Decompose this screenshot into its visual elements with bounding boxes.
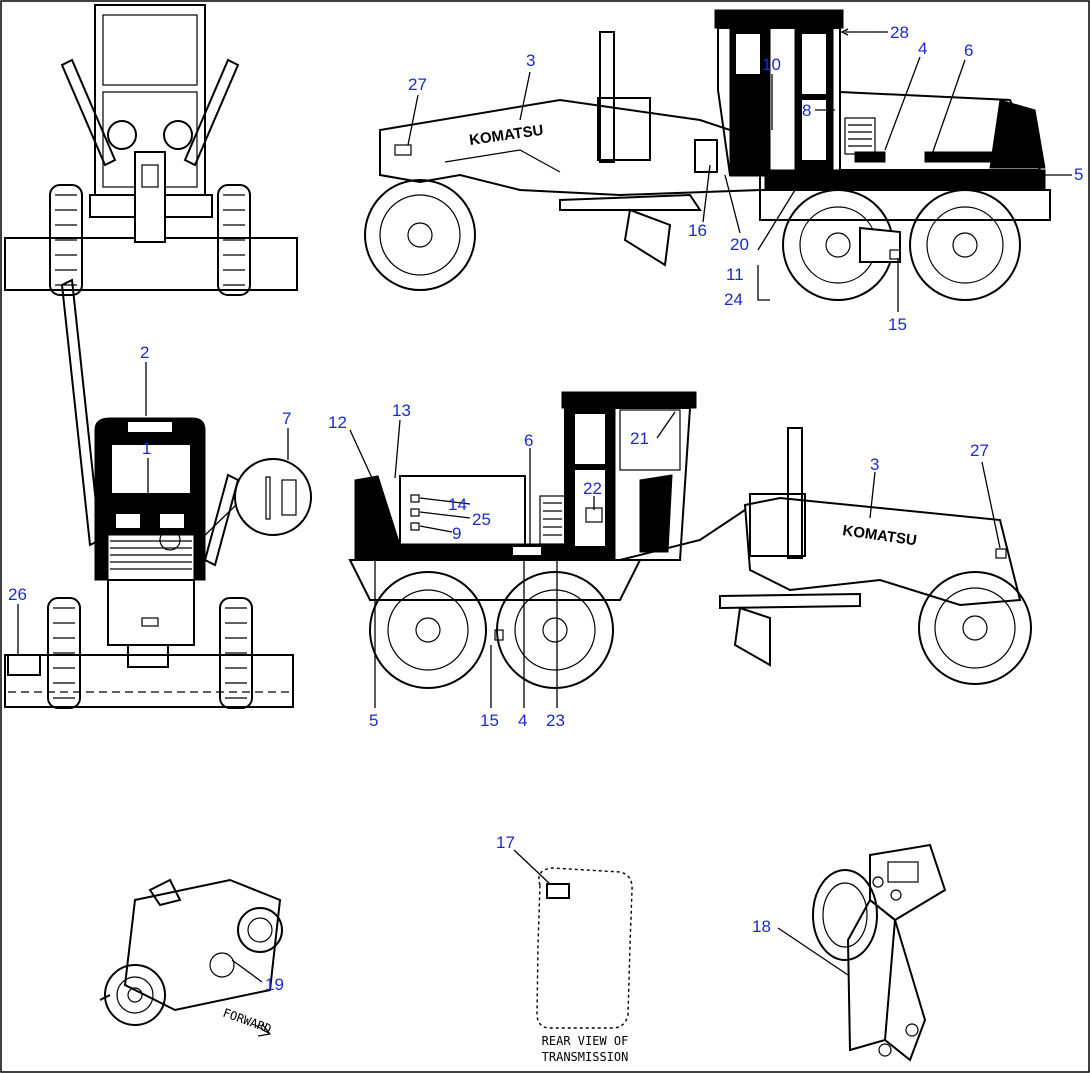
callout-20: 20 <box>730 235 749 254</box>
callout-2: 2 <box>140 343 149 362</box>
callout-3: 3 <box>526 51 535 70</box>
callout-5-lower: 5 <box>369 711 378 730</box>
callout-24: 24 <box>724 290 743 309</box>
callout-14: 14 <box>448 495 467 514</box>
rear-view-middle <box>4 278 312 709</box>
front-view-top <box>4 4 298 296</box>
callout-numbers: 28 10 4 6 3 27 8 5 16 20 11 24 15 2 1 7 … <box>8 23 1083 994</box>
callout-13: 13 <box>392 401 411 420</box>
caption-line-1: REAR VIEW OF <box>542 1034 629 1048</box>
callout-11: 11 <box>726 265 744 284</box>
callout-27-lower: 27 <box>970 441 989 460</box>
callout-25: 25 <box>472 510 491 529</box>
callout-6-lower: 6 <box>524 431 533 450</box>
callout-15: 15 <box>888 315 907 334</box>
callout-12: 12 <box>328 413 347 432</box>
callout-10: 10 <box>762 55 781 74</box>
callout-28: 28 <box>890 23 909 42</box>
callout-8: 8 <box>802 101 811 120</box>
caption-line-2: TRANSMISSION <box>542 1050 629 1064</box>
side-view-middle: KOMATSU <box>348 391 1032 689</box>
callout-7: 7 <box>282 409 291 428</box>
callout-1: 1 <box>142 439 151 458</box>
callout-9: 9 <box>452 524 461 543</box>
callout-3-lower: 3 <box>870 455 879 474</box>
callout-21: 21 <box>630 429 649 448</box>
side-view-top: KOMATSU <box>364 9 1051 301</box>
callout-5: 5 <box>1074 165 1083 184</box>
rear-view-transmission: REAR VIEW OF TRANSMISSION <box>536 867 633 1064</box>
callout-17: 17 <box>496 833 515 852</box>
callout-4-lower: 4 <box>518 711 527 730</box>
callout-6: 6 <box>964 41 973 60</box>
callout-19: 19 <box>265 975 284 994</box>
steering-column-view <box>812 843 947 1062</box>
callout-16: 16 <box>688 221 707 240</box>
callout-22: 22 <box>583 479 602 498</box>
callout-15-lower: 15 <box>480 711 499 730</box>
callout-23: 23 <box>546 711 565 730</box>
callout-18: 18 <box>752 917 771 936</box>
callout-26: 26 <box>8 585 27 604</box>
leader-lines <box>17 28 1072 983</box>
callout-4: 4 <box>918 39 927 58</box>
callout-27: 27 <box>408 75 427 94</box>
